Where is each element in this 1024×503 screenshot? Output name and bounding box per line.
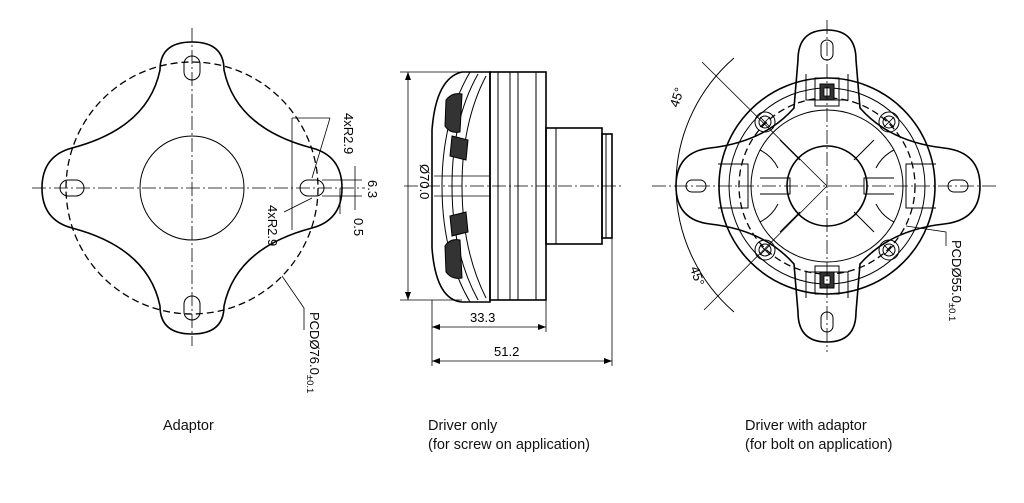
pcd-adaptor-label: PCDØ76.0±0.1	[304, 312, 322, 393]
screw-bottom-left	[754, 239, 776, 261]
slot-radius-top-label: 4xR2.9	[341, 113, 356, 154]
arrowhead	[604, 358, 612, 364]
caption-driver-only-line2: (for screw on application)	[428, 437, 590, 453]
driver-vent	[444, 93, 463, 133]
angle-leader	[703, 185, 828, 311]
caption-driver-with-adaptor-line1: Driver with adaptor	[745, 418, 867, 434]
arrowhead	[432, 358, 440, 364]
driver-only-view: Ø70.0 33.3 51.2	[400, 71, 624, 366]
pcd-adaptor-tolerance: ±0.1	[304, 375, 315, 393]
pcd-adaptor-leader	[281, 275, 305, 330]
screw-top-right	[878, 111, 900, 133]
arrowhead	[405, 292, 411, 300]
pcd-adaptor-value: PCDØ76.0	[307, 312, 322, 375]
screw-bottom-right	[878, 239, 900, 261]
driver-vent	[444, 239, 463, 279]
slot-dim-line	[311, 117, 331, 179]
caption-driver-only-line1: Driver only	[428, 418, 498, 434]
screw-top-left	[754, 111, 776, 133]
slot-offset-label: 0.5	[351, 218, 366, 236]
adaptor-outline	[41, 41, 343, 335]
driver-with-adaptor-view: 45° 45°	[652, 20, 996, 352]
pcd-driver-value: PCDØ55.0	[949, 240, 964, 303]
pcd-driver-tolerance: ±0.1	[946, 303, 957, 321]
driver-vent	[449, 135, 469, 161]
pcd-driver-label: PCDØ55.0±0.1	[946, 240, 964, 321]
arrowhead	[538, 324, 546, 330]
caption-driver-with-adaptor-line2: (for bolt on application)	[745, 437, 893, 453]
depth-body-label: 33.3	[470, 310, 495, 325]
angle-bottom-label: 45°	[687, 264, 707, 287]
pcd-driver-leader	[905, 225, 947, 246]
slot-dim-line	[283, 197, 313, 213]
depth-total-label: 51.2	[494, 344, 519, 359]
diameter-label: Ø70.0	[417, 164, 432, 199]
angle-top-label: 45°	[667, 86, 687, 109]
driver-housing-curve	[461, 75, 487, 299]
driver-vent	[449, 211, 469, 237]
adaptor-view: 4xR2.9 4xR2.9 6.3 0.5 PCDØ76.0±0.1	[32, 28, 380, 393]
slot-radius-bottom-label: 4xR2.9	[265, 205, 280, 246]
caption-adaptor: Adaptor	[163, 418, 214, 434]
slot-width-label: 6.3	[365, 180, 380, 198]
arrowhead	[405, 72, 411, 80]
spoke	[779, 139, 875, 233]
spoke	[759, 149, 895, 223]
arrowhead	[432, 324, 440, 330]
